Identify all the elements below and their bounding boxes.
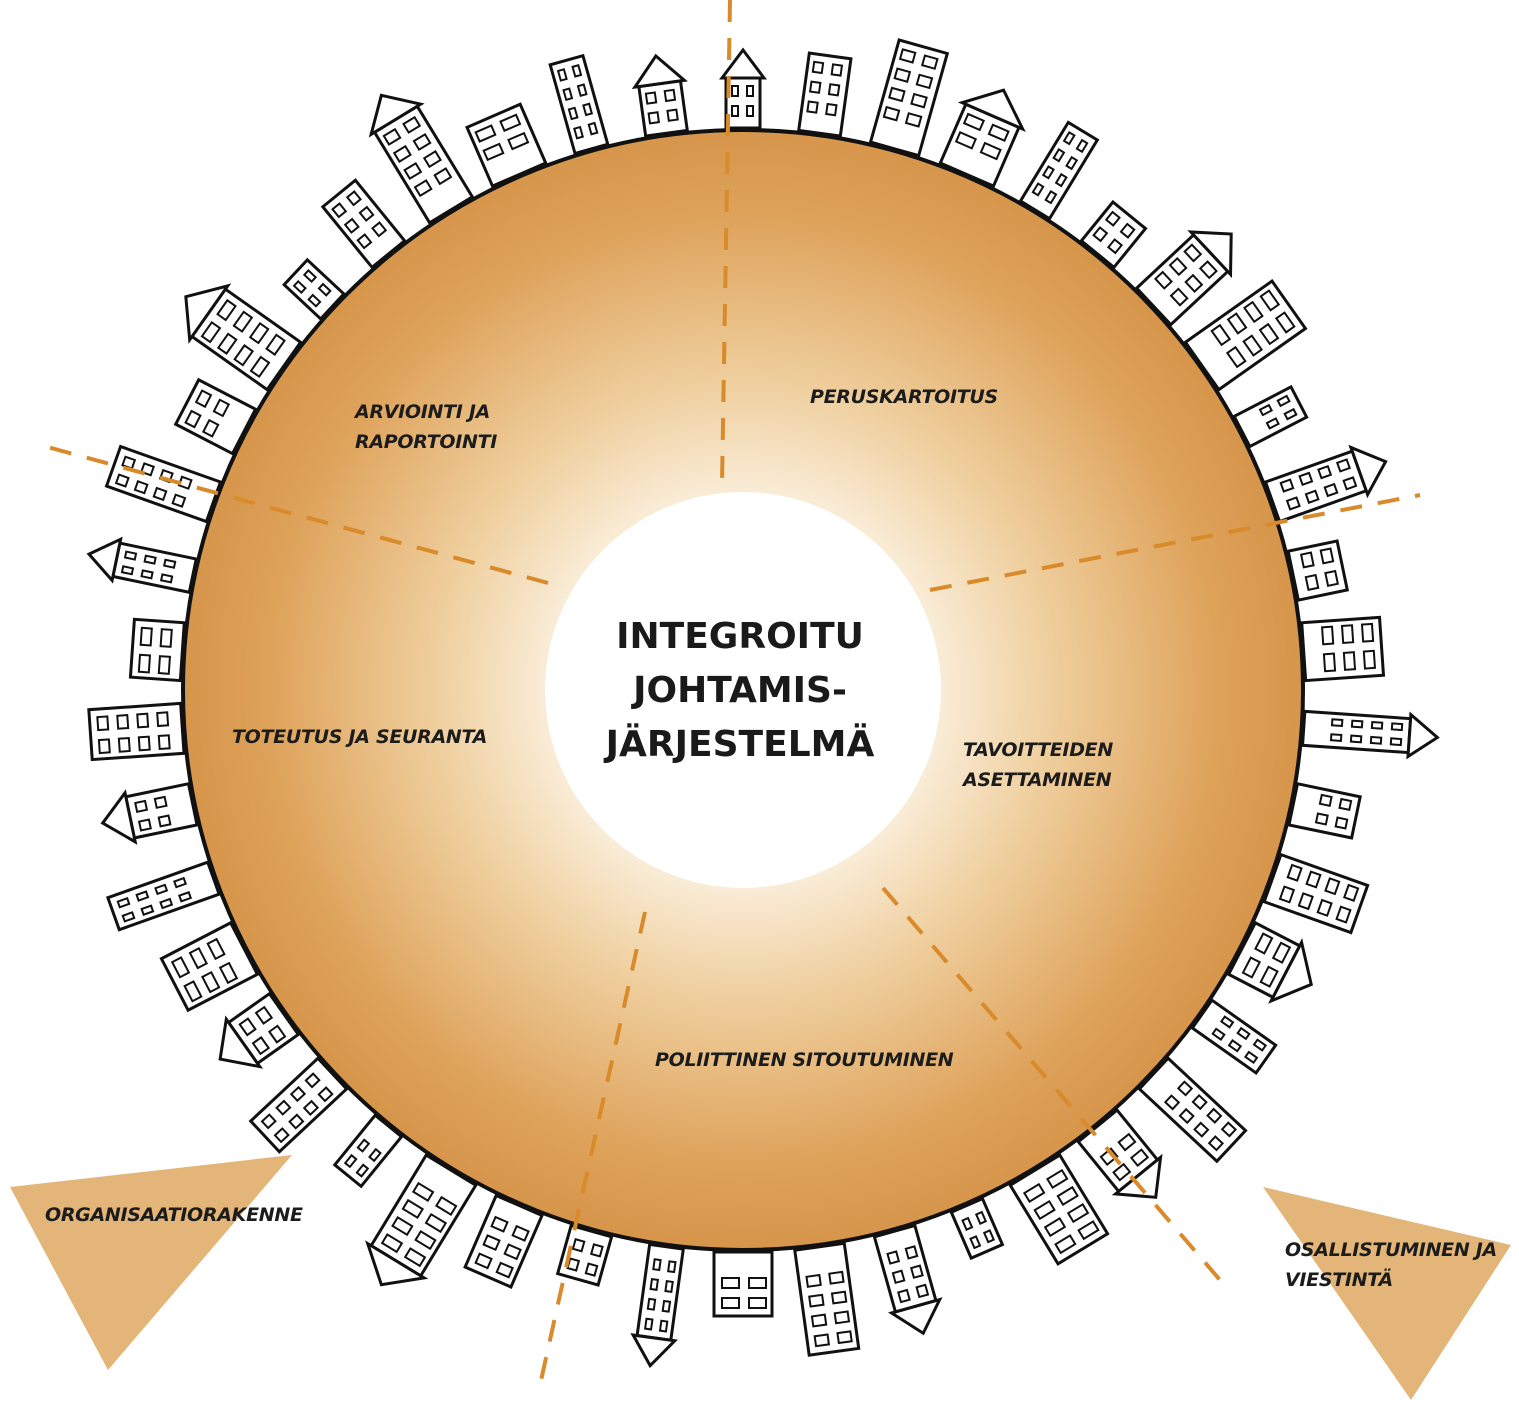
- building-doodle: [368, 93, 475, 225]
- building-doodle: [320, 178, 407, 270]
- divider-top: [720, 0, 732, 486]
- building-doodle: [465, 102, 548, 189]
- building-doodle: [630, 1242, 686, 1369]
- segment-label-poliittinen-sitoutuminen: POLIITTINEN SITOUTUMINEN: [655, 1049, 954, 1071]
- building-doodle: [555, 1223, 614, 1287]
- building-doodle: [104, 444, 223, 524]
- building-doodle: [872, 1223, 943, 1336]
- building-doodle: [793, 1241, 861, 1357]
- building-doodle: [248, 1056, 349, 1154]
- building-doodle: [1286, 539, 1350, 602]
- divider-upper-left: [39, 443, 549, 585]
- corner-triangle-left: [10, 1155, 292, 1370]
- building-doodle: [938, 88, 1026, 189]
- building-doodle: [868, 38, 950, 158]
- corner-label-osallistuminen-ja-viestinta: OSALLISTUMINEN JA VIESTINTÄ: [1285, 1239, 1497, 1291]
- segment-label-toteutus-ja-seuranta: TOTEUTUS JA SEURANTA: [232, 726, 488, 748]
- building-doodle: [1008, 1153, 1110, 1266]
- building-doodle: [1300, 709, 1440, 760]
- town-doodle-ring: [86, 38, 1440, 1369]
- building-doodle: [1232, 384, 1309, 449]
- building-doodle: [1137, 1056, 1248, 1164]
- corner-triangle-right: [1263, 1187, 1511, 1400]
- building-doodle: [463, 1193, 545, 1289]
- building-doodle: [797, 51, 853, 138]
- building-doodle: [548, 53, 610, 156]
- divider-lower-left: [538, 911, 647, 1386]
- corner-label-organisaatiorakenne: ORGANISAATIORAKENNE: [45, 1204, 303, 1226]
- building-doodle: [1018, 120, 1100, 221]
- building-doodle: [184, 283, 303, 392]
- building-doodle: [1226, 920, 1313, 1004]
- segment-dividers: [39, 0, 1421, 1386]
- building-doodle: [1300, 615, 1386, 683]
- center-hole: [545, 492, 941, 888]
- building-doodle: [631, 53, 689, 138]
- building-doodle: [218, 991, 301, 1069]
- building-doodle: [1134, 230, 1233, 327]
- building-doodle: [712, 1250, 774, 1318]
- building-doodle: [86, 536, 198, 595]
- segment-label-peruskartoitus: PERUSKARTOITUS: [810, 386, 998, 408]
- building-doodle: [100, 782, 199, 845]
- building-doodle: [1190, 998, 1278, 1076]
- building-doodle: [105, 860, 222, 932]
- building-doodle: [365, 1153, 478, 1287]
- building-doodle: [1262, 852, 1370, 935]
- building-doodle: [1183, 278, 1308, 392]
- segment-label-arviointi-ja-raportointi: ARVIOINTI JA RAPORTOINTI: [355, 401, 498, 453]
- divider-upper-right: [929, 493, 1421, 592]
- divider-lower-right: [881, 886, 1222, 1282]
- building-doodle: [87, 701, 186, 762]
- center-title: INTEGROITU JOHTAMIS- JÄRJESTELMÄ: [605, 616, 875, 765]
- building-doodle: [128, 617, 186, 683]
- building-doodle: [1287, 782, 1362, 840]
- segment-label-tavoitteiden-asettaminen: TAVOITTEIDEN ASETTAMINEN: [963, 739, 1113, 791]
- building-doodle: [719, 47, 767, 130]
- building-doodle: [1076, 1108, 1163, 1199]
- building-doodle: [1263, 444, 1388, 524]
